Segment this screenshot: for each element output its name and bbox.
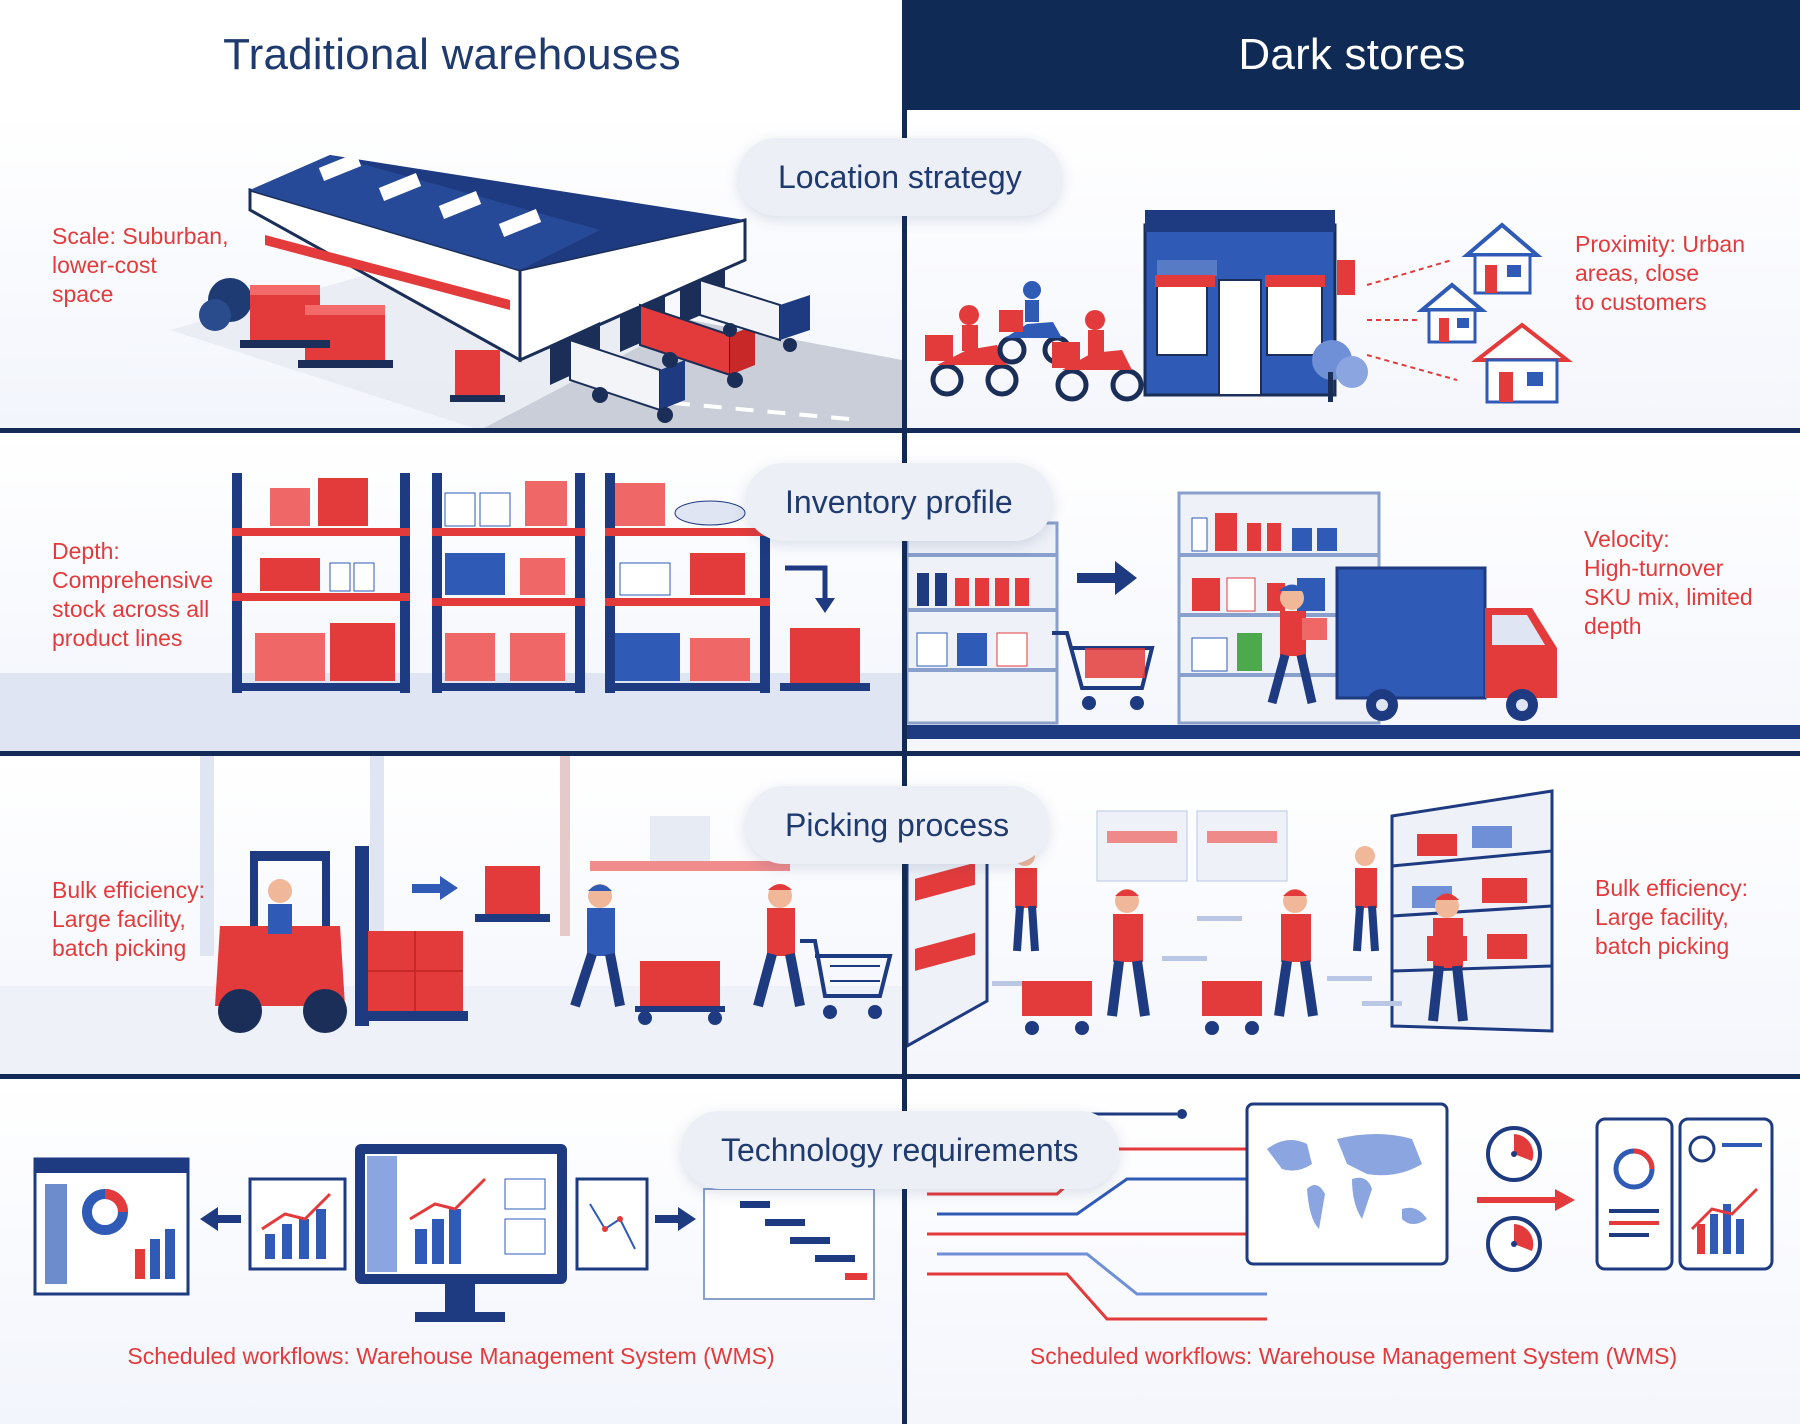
dark-store-tech-illustration: [927, 1102, 1774, 1321]
row-divider: [0, 1074, 1800, 1079]
dark-store-shelves-illustration: [907, 491, 1800, 739]
row-location-strategy: Scale: Suburban, lower-cost space: [0, 110, 1800, 430]
row-divider: [0, 428, 1800, 433]
house-icon: [1471, 322, 1573, 404]
truck-icon: [639, 303, 755, 388]
world-map-icon: [1245, 1102, 1449, 1266]
cart-icon: [800, 939, 893, 1019]
location-left-text: Scale: Suburban, lower-cost space: [52, 223, 229, 307]
location-right-text: Proximity: Urban areas, close to custome…: [1575, 231, 1745, 315]
house-icon: [1416, 282, 1488, 344]
worker-icon: [1202, 889, 1318, 1035]
monitor-icon: [355, 1144, 567, 1322]
inventory-left-text: Depth: Comprehensive stock across all pr…: [52, 538, 214, 651]
shelf-icon: [1390, 789, 1554, 1033]
category-technology-requirements: Technology requirements: [681, 1111, 1119, 1189]
clock-icon: [1486, 1216, 1542, 1272]
scooter-icon: [1052, 310, 1144, 402]
truck-icon: [699, 278, 810, 352]
worker-icon: [1353, 846, 1379, 952]
phone-icon: [1678, 1117, 1774, 1271]
forklift-icon: [215, 846, 468, 1033]
motion-arrows: [992, 916, 1402, 1006]
cart-icon: [1052, 631, 1155, 710]
picking-right-panel: Bulk efficiency: Large facility, batch p…: [907, 756, 1800, 1076]
category-picking-process: Picking process: [745, 786, 1050, 864]
forklift-picking-illustration: [0, 756, 902, 1076]
picking-left-text: Bulk efficiency: Large facility, batch p…: [52, 877, 205, 961]
technology-right-caption: Scheduled workflows: Warehouse Managemen…: [1029, 1343, 1678, 1369]
shelf-icon: [907, 521, 1059, 725]
shelf-icon: [605, 473, 770, 693]
inventory-right-text: Velocity: High-turnover SKU mix, limited…: [1584, 526, 1753, 639]
dark-store-illustration: [925, 210, 1573, 404]
worker-icon: [570, 884, 725, 1025]
store-icon: [1143, 210, 1355, 397]
delivery-arrows: [1366, 259, 1458, 381]
tree-icon: [1312, 340, 1368, 402]
shelf-icon: [232, 473, 410, 693]
picking-right-text: Bulk efficiency: Large facility, batch p…: [1595, 875, 1748, 959]
clock-icon: [1486, 1126, 1542, 1182]
worker-icon: [1267, 584, 1327, 705]
worker-icon: [753, 884, 805, 1008]
dashboard-icon: [33, 1157, 190, 1296]
header-dark-stores: Dark stores: [904, 0, 1800, 110]
inventory-right-panel: Velocity: High-turnover SKU mix, limited…: [907, 433, 1800, 753]
row-inventory-profile: Depth: Comprehensive stock across all pr…: [0, 433, 1800, 753]
row-picking-process: Bulk efficiency: Large facility, batch p…: [0, 756, 1800, 1076]
gantt-chart-icon: [703, 1188, 875, 1300]
worker-icon: [1022, 889, 1150, 1035]
wms-illustration: [33, 1144, 875, 1322]
truck-icon: [569, 338, 685, 423]
technology-left-caption: Scheduled workflows: Warehouse Managemen…: [127, 1343, 775, 1369]
truck-icon: [1335, 566, 1557, 721]
house-icon: [1461, 222, 1543, 295]
warehouse-icon: [248, 153, 747, 363]
dark-store-picking-illustration: [907, 789, 1554, 1048]
worker-icon: [1428, 893, 1468, 1022]
category-inventory-profile: Inventory profile: [745, 463, 1053, 541]
row-technology-requirements: Scheduled workflows: Warehouse Managemen…: [0, 1079, 1800, 1424]
scooter-icon: [925, 305, 1019, 397]
chart-window-icon: [248, 1177, 347, 1271]
row-divider: [0, 751, 1800, 756]
header-traditional-warehouses: Traditional warehouses: [0, 0, 904, 112]
scooter-icon: [997, 281, 1072, 365]
column-divider: [902, 0, 907, 1424]
phone-icon: [1595, 1117, 1674, 1271]
pallet-boxes-icon: [240, 285, 505, 402]
warehouse-racks-illustration: [0, 473, 902, 753]
scatter-window-icon: [575, 1177, 649, 1271]
bush-icon: [199, 278, 252, 331]
shelf-icon: [432, 473, 585, 693]
warehouse-illustration: [170, 153, 902, 430]
category-location-strategy: Location strategy: [738, 138, 1062, 216]
